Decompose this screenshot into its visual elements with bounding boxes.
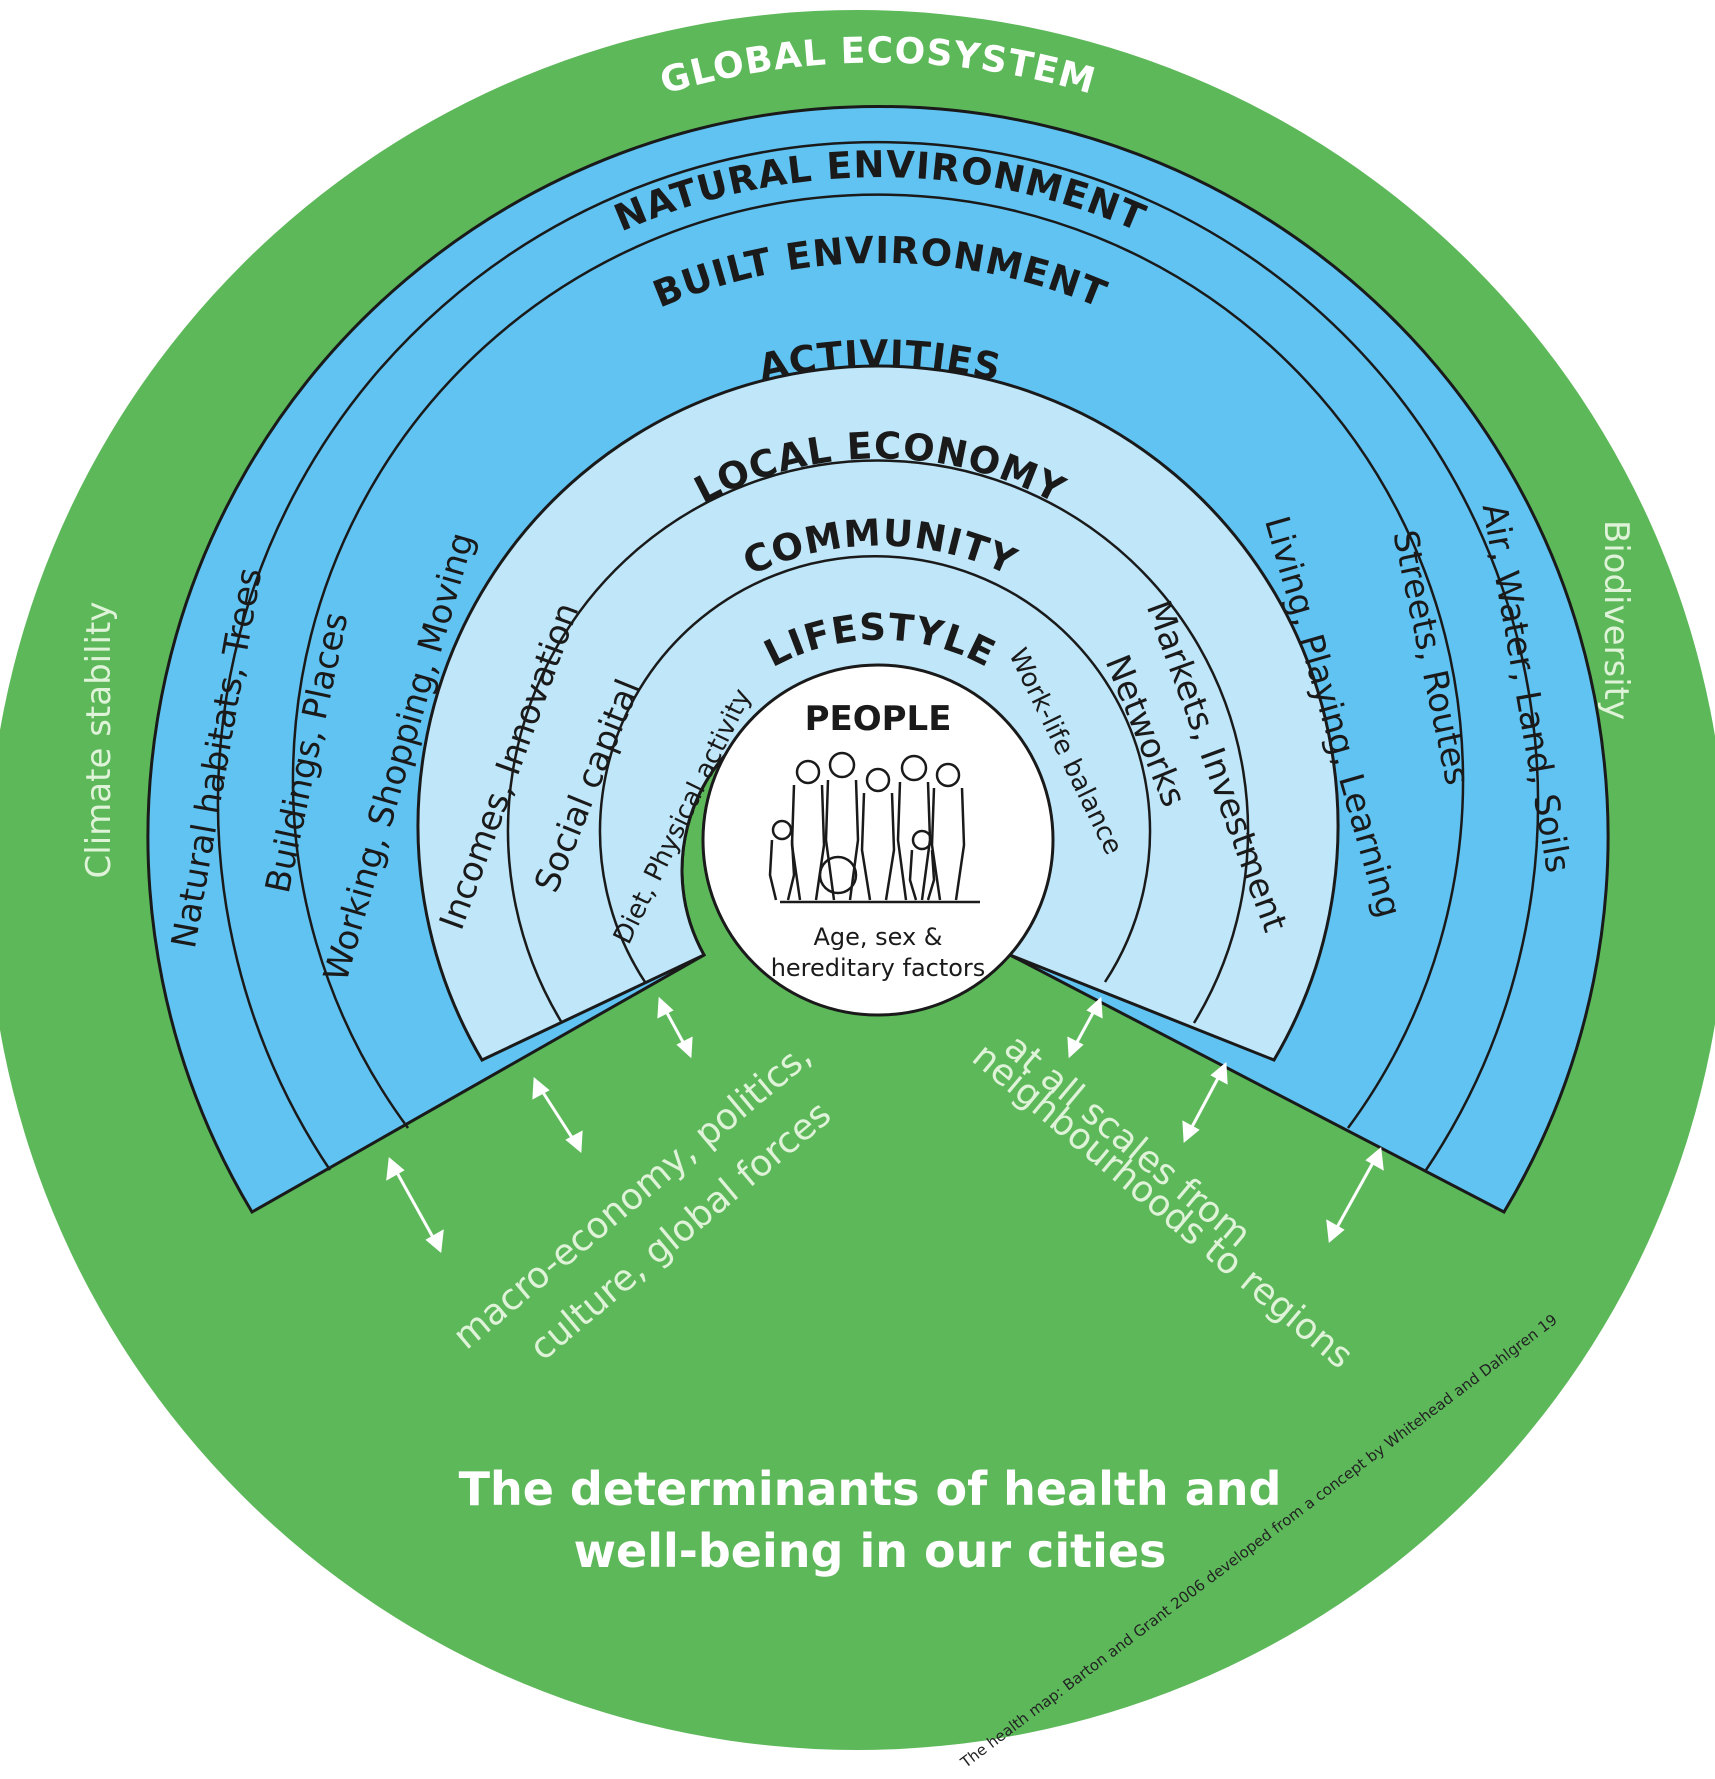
people-circle [701,663,1055,1017]
biodiversity-label: Biodiversity [1596,520,1636,720]
people-line1: Age, sex & [813,923,942,951]
main-title-line1: The determinants of health and [459,1462,1282,1516]
people-figures-icon [768,751,980,904]
climate-stability-label: Climate stability [79,602,119,879]
ring-border-community [506,459,1250,1024]
double-arrow-icons [386,996,1384,1253]
people-title: PEOPLE [805,699,952,739]
ring-border-natural [216,140,1540,1171]
ring-border-lifestyle [598,555,1152,983]
people-line2: hereditary factors [771,954,986,982]
main-title-line2: well-being in our cities [574,1524,1167,1578]
ring-border-built [291,193,1465,1129]
